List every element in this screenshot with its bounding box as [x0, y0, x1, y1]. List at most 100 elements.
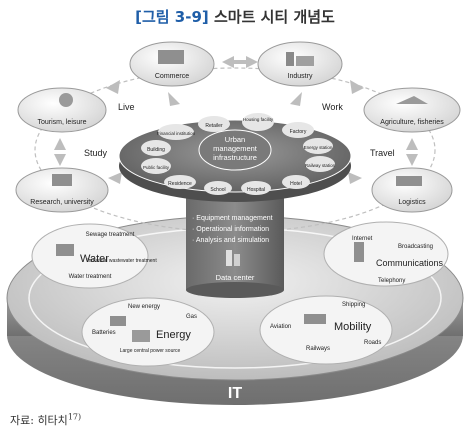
- comm-internet-label: Internet: [352, 236, 373, 242]
- node-commerce: Commerce: [129, 41, 215, 87]
- facility-hospital: Hospital: [241, 181, 271, 195]
- facility-residence: Residence: [164, 175, 196, 189]
- tower-icon: [354, 242, 364, 262]
- column-line-1: · Equipment management: [192, 215, 273, 222]
- svg-text:Residence: Residence: [168, 181, 192, 187]
- facility-building: Building: [141, 140, 171, 156]
- water-industrial-label: Industrial wastewater treatment: [87, 258, 157, 264]
- data-center-icon: [226, 250, 232, 266]
- facility-financial: Financial institution: [157, 124, 196, 140]
- it-label: IT: [228, 385, 242, 402]
- ring-label-work: Work: [322, 102, 343, 112]
- svg-text:Hospital: Hospital: [247, 187, 265, 193]
- arrow-industry-agri-icon: [350, 80, 364, 94]
- node-logistics: Logistics: [371, 167, 453, 213]
- facility-school: School: [204, 181, 232, 195]
- comm-title: Communications: [376, 258, 444, 268]
- commerce-building-icon: [158, 50, 184, 64]
- core-line-1: Urban: [225, 135, 245, 144]
- water-title: Water: [80, 253, 109, 265]
- node-agriculture: Agriculture, fisheries: [363, 87, 461, 133]
- facility-factory: Factory: [282, 122, 314, 138]
- power-plant-icon: [132, 330, 150, 342]
- factory-icon: [286, 52, 294, 66]
- arrow-industry-disc-icon: [290, 92, 302, 106]
- facility-railway: Railway station: [305, 156, 336, 172]
- column-line-3: · Analysis and simulation: [192, 237, 269, 244]
- arrow-commerce-disc-icon: [168, 92, 180, 106]
- sector-communications: Internet Broadcasting Communications Tel…: [323, 221, 449, 287]
- mobility-aviation-label: Aviation: [270, 324, 291, 330]
- water-treatment-label: Water treatment: [69, 274, 112, 280]
- commerce-label: Commerce: [155, 73, 189, 80]
- mobility-railways-label: Railways: [306, 346, 330, 352]
- svg-text:Public facility: Public facility: [143, 165, 170, 170]
- data-center-label: Data center: [216, 273, 255, 282]
- figure-number: [그림 3-9]: [135, 8, 209, 26]
- svg-text:Retailer: Retailer: [205, 123, 223, 129]
- facility-hotel: Hotel: [282, 175, 310, 189]
- node-tourism: Tourism, leisure: [17, 87, 107, 133]
- arrow-commerce-tourism-icon: [106, 80, 120, 94]
- tourism-label: Tourism, leisure: [37, 119, 86, 126]
- comm-broadcasting-label: Broadcasting: [398, 244, 433, 250]
- svg-text:Financial institution: Financial institution: [157, 131, 196, 136]
- farm-icon: [396, 96, 428, 104]
- arrow-agri-logistics-icon: [406, 138, 418, 166]
- battery-icon: [110, 316, 126, 326]
- node-research: Research, university: [15, 167, 109, 213]
- sector-water: Sewage treatment Water Industrial wastew…: [31, 223, 157, 289]
- comm-telephony-label: Telephony: [378, 278, 405, 284]
- source-footnote: 17): [67, 412, 82, 422]
- mobility-title: Mobility: [334, 321, 372, 333]
- logistics-label: Logistics: [398, 199, 426, 206]
- figure-title: [그림 3-9] 스마트 시티 개념도: [0, 6, 470, 27]
- node-industry: Industry: [257, 41, 343, 87]
- research-label: Research, university: [30, 199, 94, 206]
- source-note: 자료: 히타치17): [10, 412, 81, 428]
- sector-mobility: Shipping Aviation Mobility Railways Road…: [259, 295, 393, 365]
- water-plant-icon: [56, 244, 74, 256]
- svg-text:Building: Building: [147, 147, 165, 153]
- svg-text:Energy station: Energy station: [304, 145, 333, 150]
- facility-housing: Housing facility: [242, 113, 274, 131]
- energy-title: Energy: [156, 329, 191, 341]
- university-icon: [52, 174, 72, 186]
- industry-label: Industry: [288, 73, 313, 80]
- ship-icon: [304, 314, 326, 324]
- energy-new-label: New energy: [128, 304, 160, 310]
- mobility-shipping-label: Shipping: [342, 302, 365, 308]
- svg-text:Factory: Factory: [290, 129, 307, 135]
- facility-energy: Energy station: [303, 138, 333, 154]
- svg-text:Railway station: Railway station: [305, 163, 336, 168]
- svg-text:Hotel: Hotel: [290, 181, 302, 187]
- arrow-tourism-research-icon: [54, 138, 66, 166]
- orbit-arrows: [54, 56, 418, 184]
- ring-label-travel: Travel: [370, 148, 395, 158]
- figure-title-text: 스마트 시티 개념도: [214, 8, 335, 26]
- water-sewage-label: Sewage treatment: [86, 232, 135, 238]
- core-line-2: management: [213, 144, 258, 153]
- facility-retailer: Retailer: [198, 116, 230, 132]
- energy-batteries-label: Batteries: [92, 330, 116, 336]
- energy-large-label: Large central power source: [120, 348, 181, 354]
- upper-disc: Urban management infrastructure Retailer…: [118, 113, 352, 202]
- sector-energy: New energy Gas Batteries Energy Large ce…: [81, 297, 215, 367]
- arrow-research-disc-icon: [108, 172, 122, 184]
- source-text: 자료: 히타치: [10, 414, 68, 427]
- mobility-roads-label: Roads: [364, 340, 381, 346]
- facility-public: Public facility: [141, 158, 171, 174]
- energy-gas-label: Gas: [186, 314, 197, 320]
- agriculture-label: Agriculture, fisheries: [380, 119, 444, 126]
- arrow-logistics-disc-icon: [348, 172, 362, 184]
- column-line-2: · Operational information: [192, 226, 269, 233]
- urban-core: [198, 129, 272, 171]
- globe-icon: [59, 93, 73, 107]
- ring-label-live: Live: [118, 102, 135, 112]
- core-line-3: infrastructure: [213, 153, 257, 162]
- truck-icon: [396, 176, 422, 186]
- ring-label-study: Study: [84, 148, 108, 158]
- svg-text:School: School: [210, 187, 225, 193]
- arrow-commerce-industry-icon: [222, 56, 258, 68]
